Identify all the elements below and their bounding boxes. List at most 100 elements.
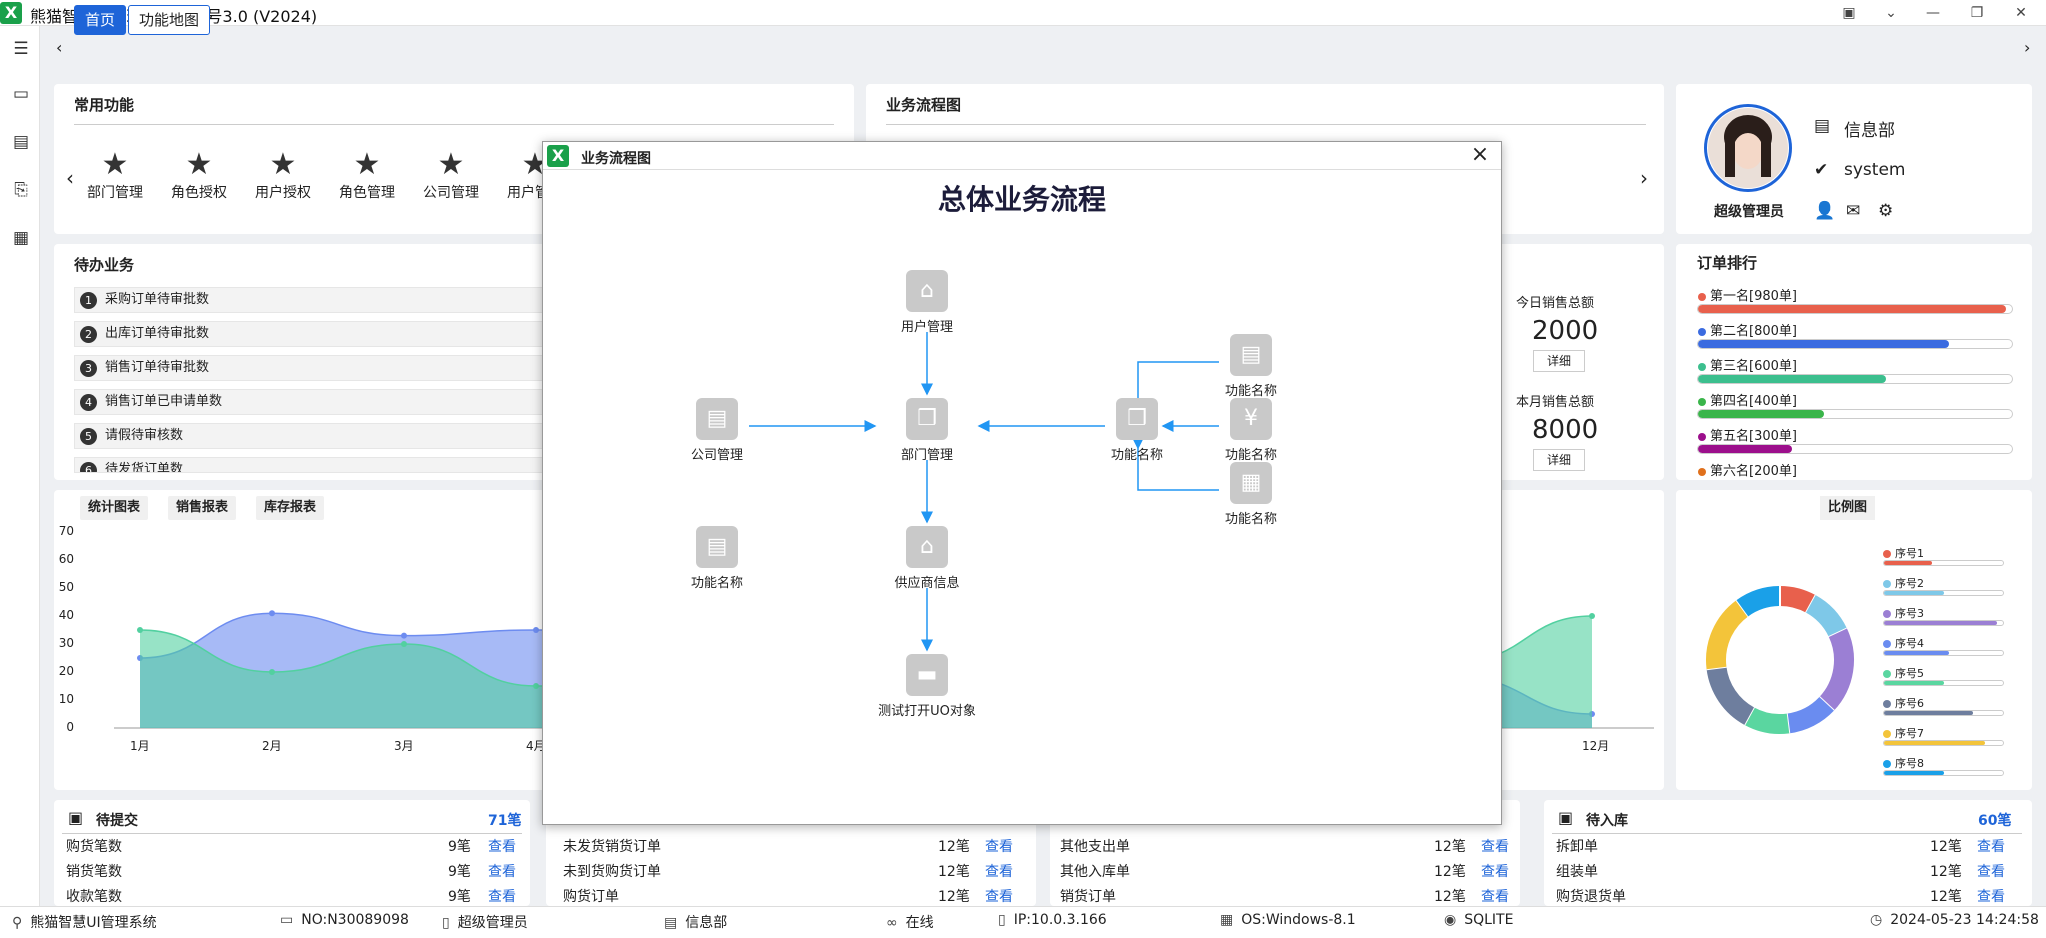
ranking-title: 订单排行 xyxy=(1697,254,1758,272)
data-point xyxy=(1589,613,1595,619)
tab-sales-report[interactable]: 销售报表 xyxy=(168,496,237,520)
tab-next-icon[interactable]: › xyxy=(2024,38,2031,57)
status-ip: ▯IP:10.0.3.166 xyxy=(998,912,1107,928)
status-time: ◷2024-05-23 14:24:58 xyxy=(1870,912,2039,928)
avatar[interactable] xyxy=(1704,104,1792,192)
tab-prev-icon[interactable]: ‹ xyxy=(56,38,63,57)
legend-dot xyxy=(1698,327,1706,336)
divider xyxy=(1552,833,2022,834)
department-icon: ▤ xyxy=(1814,116,1831,136)
flow-node-function-r1[interactable]: ▤功能名称 xyxy=(1181,334,1321,399)
mail-icon[interactable]: ✉ xyxy=(1846,201,1861,221)
ranking-panel xyxy=(1676,244,2032,480)
dialog-title: 业务流程图 xyxy=(581,151,651,167)
maximize-button[interactable]: ❐ xyxy=(1970,5,1984,21)
view-link[interactable]: 查看 xyxy=(488,889,516,905)
function-role-mgmt[interactable]: ★角色管理 xyxy=(327,148,407,202)
view-link[interactable]: 查看 xyxy=(1977,839,2005,855)
today-sales-label: 今日销售总额 xyxy=(1516,296,1595,311)
pie-legend-label: 序号5 xyxy=(1883,665,1924,681)
report-icon[interactable]: ▤ xyxy=(12,132,30,152)
dialog-close-button[interactable]: × xyxy=(1470,142,1490,167)
tab-function-map[interactable]: 功能地图 xyxy=(128,5,211,35)
flow-node-user-mgmt[interactable]: ⌂用户管理 xyxy=(857,270,997,335)
layout-icon[interactable]: ▣ xyxy=(1842,5,1856,21)
legend-dot xyxy=(1883,610,1891,618)
app-icon: ⚲ xyxy=(12,915,23,931)
close-button[interactable]: ✕ xyxy=(2015,5,2027,21)
divider xyxy=(74,124,834,125)
function-role-auth[interactable]: ★角色授权 xyxy=(159,148,239,202)
menu-icon[interactable]: ☰ xyxy=(13,39,29,59)
document-icon: ▤ xyxy=(696,398,738,440)
tab-home[interactable]: 首页 xyxy=(74,5,127,35)
user-icon[interactable]: 👤 xyxy=(1814,201,1836,221)
tab-statistics-chart[interactable]: 统计图表 xyxy=(80,496,149,520)
today-detail-button[interactable]: 详细 xyxy=(1533,350,1585,372)
view-link[interactable]: 查看 xyxy=(1481,864,1509,880)
view-link[interactable]: 查看 xyxy=(488,864,516,880)
legend-dot xyxy=(1883,730,1891,738)
flow-node-dept-mgmt[interactable]: ❒部门管理 xyxy=(857,398,997,463)
legend-dot xyxy=(1698,362,1706,371)
summary-row-name: 购货订单 xyxy=(563,889,619,905)
gear-icon[interactable]: ⚙ xyxy=(1878,201,1894,221)
carousel-prev-icon[interactable]: ‹ xyxy=(66,166,74,190)
flow-node-company-mgmt[interactable]: ▤公司管理 xyxy=(647,398,787,463)
view-link[interactable]: 查看 xyxy=(1977,864,2005,880)
month-detail-button[interactable]: 详细 xyxy=(1533,449,1585,471)
y-tick-label: 60 xyxy=(58,552,74,566)
status-app: ⚲熊猫智慧UI管理系统 xyxy=(12,915,157,931)
function-company-mgmt[interactable]: ★公司管理 xyxy=(411,148,491,202)
legend-dot xyxy=(1883,550,1891,558)
pie-legend-bar xyxy=(1883,770,2004,776)
house-icon: ⌂ xyxy=(906,526,948,568)
pie-legend-bar xyxy=(1883,680,2004,686)
flow-node-function-r2[interactable]: ¥功能名称 xyxy=(1181,398,1321,463)
tab-inventory-report[interactable]: 库存报表 xyxy=(256,496,325,520)
flow-node-supplier[interactable]: ⌂供应商信息 xyxy=(857,526,997,591)
flow-node-function-mid[interactable]: ❒功能名称 xyxy=(1067,398,1207,463)
function-user-auth[interactable]: ★用户授权 xyxy=(243,148,323,202)
monitor-icon[interactable]: ▭ xyxy=(12,84,30,104)
view-link[interactable]: 查看 xyxy=(985,864,1013,880)
chevron-down-icon[interactable]: ⌄ xyxy=(1885,5,1897,21)
export-icon[interactable]: ⎘ xyxy=(14,180,28,200)
view-link[interactable]: 查看 xyxy=(1481,889,1509,905)
minimize-button[interactable]: — xyxy=(1926,5,1940,21)
function-dept-mgmt[interactable]: ★部门管理 xyxy=(75,148,155,202)
view-link[interactable]: 查看 xyxy=(1481,839,1509,855)
pie-legend-bar-fill xyxy=(1884,621,1998,625)
view-link[interactable]: 查看 xyxy=(985,839,1013,855)
star-icon: ★ xyxy=(101,147,129,182)
data-point xyxy=(269,669,275,675)
phone-icon: ▯ xyxy=(998,912,1006,928)
common-functions-title: 常用功能 xyxy=(74,96,135,114)
summary-row-count: 12笔 xyxy=(938,889,970,905)
carousel-next-icon[interactable]: › xyxy=(1640,166,1648,190)
summary-row-count: 12笔 xyxy=(1930,889,1962,905)
donut-slice xyxy=(1736,586,1781,617)
table-icon[interactable]: ▦ xyxy=(12,228,30,248)
ranking-bar-fill xyxy=(1698,305,2006,313)
flow-node-function-left[interactable]: ▤功能名称 xyxy=(647,526,787,591)
view-link[interactable]: 查看 xyxy=(488,839,516,855)
y-tick-label: 70 xyxy=(58,524,74,538)
pie-legend-label: 序号2 xyxy=(1883,575,1924,591)
summary-row-name: 收款笔数 xyxy=(66,889,122,905)
flow-node-test-uo[interactable]: ▬测试打开UO对象 xyxy=(857,654,997,719)
x-tick-label: 2月 xyxy=(262,739,282,753)
slice-separator xyxy=(1828,627,1848,638)
view-link[interactable]: 查看 xyxy=(985,889,1013,905)
flow-node-function-r3[interactable]: ▦功能名称 xyxy=(1181,462,1321,527)
summary-row-name: 拆卸单 xyxy=(1556,839,1598,855)
view-link[interactable]: 查看 xyxy=(1977,889,2005,905)
legend-dot xyxy=(1698,397,1706,406)
summary-row-count: 9笔 xyxy=(448,889,471,905)
